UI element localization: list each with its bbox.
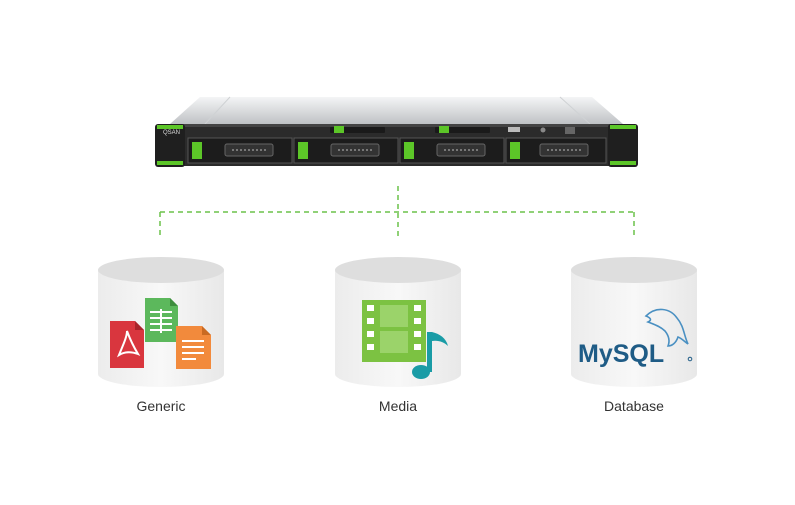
drive-bay-2	[293, 137, 399, 164]
right-rack-ear	[608, 124, 638, 167]
mysql-wordmark: MySQL	[578, 340, 664, 368]
storage-database: MySQL	[571, 257, 697, 387]
connector-lines	[159, 186, 635, 238]
storage-generic	[98, 257, 224, 387]
film-strip-icon	[362, 300, 426, 362]
storage-media	[335, 257, 461, 387]
storage-label-media: Media	[378, 398, 418, 414]
spreadsheet-file-icon	[145, 298, 178, 342]
drive-bay-3	[399, 137, 505, 164]
dolphin-icon	[644, 308, 689, 347]
mysql-logo: MySQL	[578, 308, 693, 368]
brand-logo: QSAN	[163, 130, 180, 136]
nas-server: QSAN	[155, 96, 638, 167]
drive-bay-1	[187, 137, 293, 164]
music-note-icon	[412, 332, 448, 379]
drive-bay-4	[505, 137, 607, 164]
storage-label-database: Database	[604, 398, 664, 414]
server-top-panel	[170, 97, 623, 124]
left-rack-ear	[155, 124, 185, 167]
pdf-file-icon	[110, 321, 144, 368]
storage-label-generic: Generic	[136, 398, 186, 414]
presentation-file-icon	[176, 326, 211, 369]
